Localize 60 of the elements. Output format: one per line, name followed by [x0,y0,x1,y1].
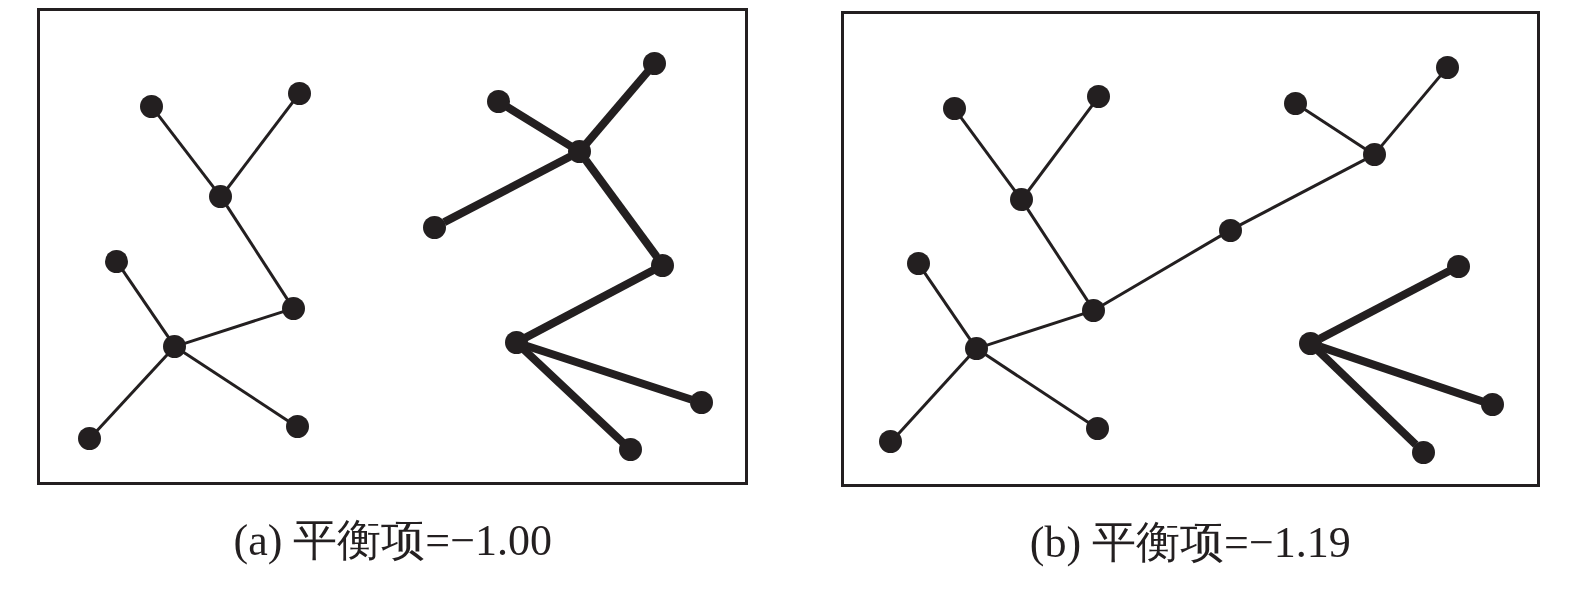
node-dot [643,51,667,75]
panel-label: (a) 平衡项=−1.00 [233,517,552,566]
node-dot [504,331,528,354]
thick-connector-line [1319,343,1484,406]
node-dot [163,335,187,359]
thick-connector-line [505,103,573,150]
node-dot [77,427,101,451]
node-dot [1218,218,1242,242]
connector-line [1026,207,1090,303]
node-dot [1082,298,1106,322]
node-dot [281,296,305,320]
thick-connector-line [583,68,652,147]
connector-line [121,269,171,339]
connector-line [184,310,284,345]
thick-connector-line [442,152,573,226]
thick-connector-line [523,266,656,342]
connector-line [985,312,1085,347]
connector-line [156,113,216,190]
node-dot [1284,91,1308,115]
node-dot [1086,417,1110,441]
node-dot [1435,55,1459,79]
node-dot [1010,188,1034,212]
node-dot [1299,332,1323,355]
node-dot [568,140,592,164]
panel-label: (b) 平衡项=−1.19 [1029,519,1351,568]
node-dot [209,185,233,209]
connector-line [95,353,169,433]
node-dot [942,96,966,120]
connector-line [1026,103,1094,193]
node-dot [1087,84,1111,108]
thick-connector-line [582,157,660,260]
node-dot [879,430,903,454]
node-dot [964,337,988,361]
node-dot [619,438,643,462]
connector-line [959,116,1017,193]
connector-line [1239,158,1366,227]
connector-line [1303,107,1367,151]
thick-connector-line [525,341,693,404]
node-dot [1446,254,1470,278]
thick-connector-line [1318,267,1452,343]
node-dot [906,251,930,275]
node-dot [651,253,675,277]
connector-line [182,351,290,423]
node-dot [423,215,447,239]
connector-line [1102,234,1223,307]
node-dot [1411,440,1435,464]
connector-line [1379,74,1442,148]
connector-line [226,100,295,190]
node-dot [486,89,510,113]
connector-line [896,355,971,436]
node-dot [140,94,164,118]
node-dot [287,81,311,105]
connector-line [225,204,289,301]
connector-line [984,353,1090,425]
node-dot [1481,393,1505,417]
connector-line [922,271,972,341]
node-dot [105,249,128,273]
node-dot [285,415,309,439]
node-dot [689,391,713,415]
node-dot [1362,143,1386,167]
